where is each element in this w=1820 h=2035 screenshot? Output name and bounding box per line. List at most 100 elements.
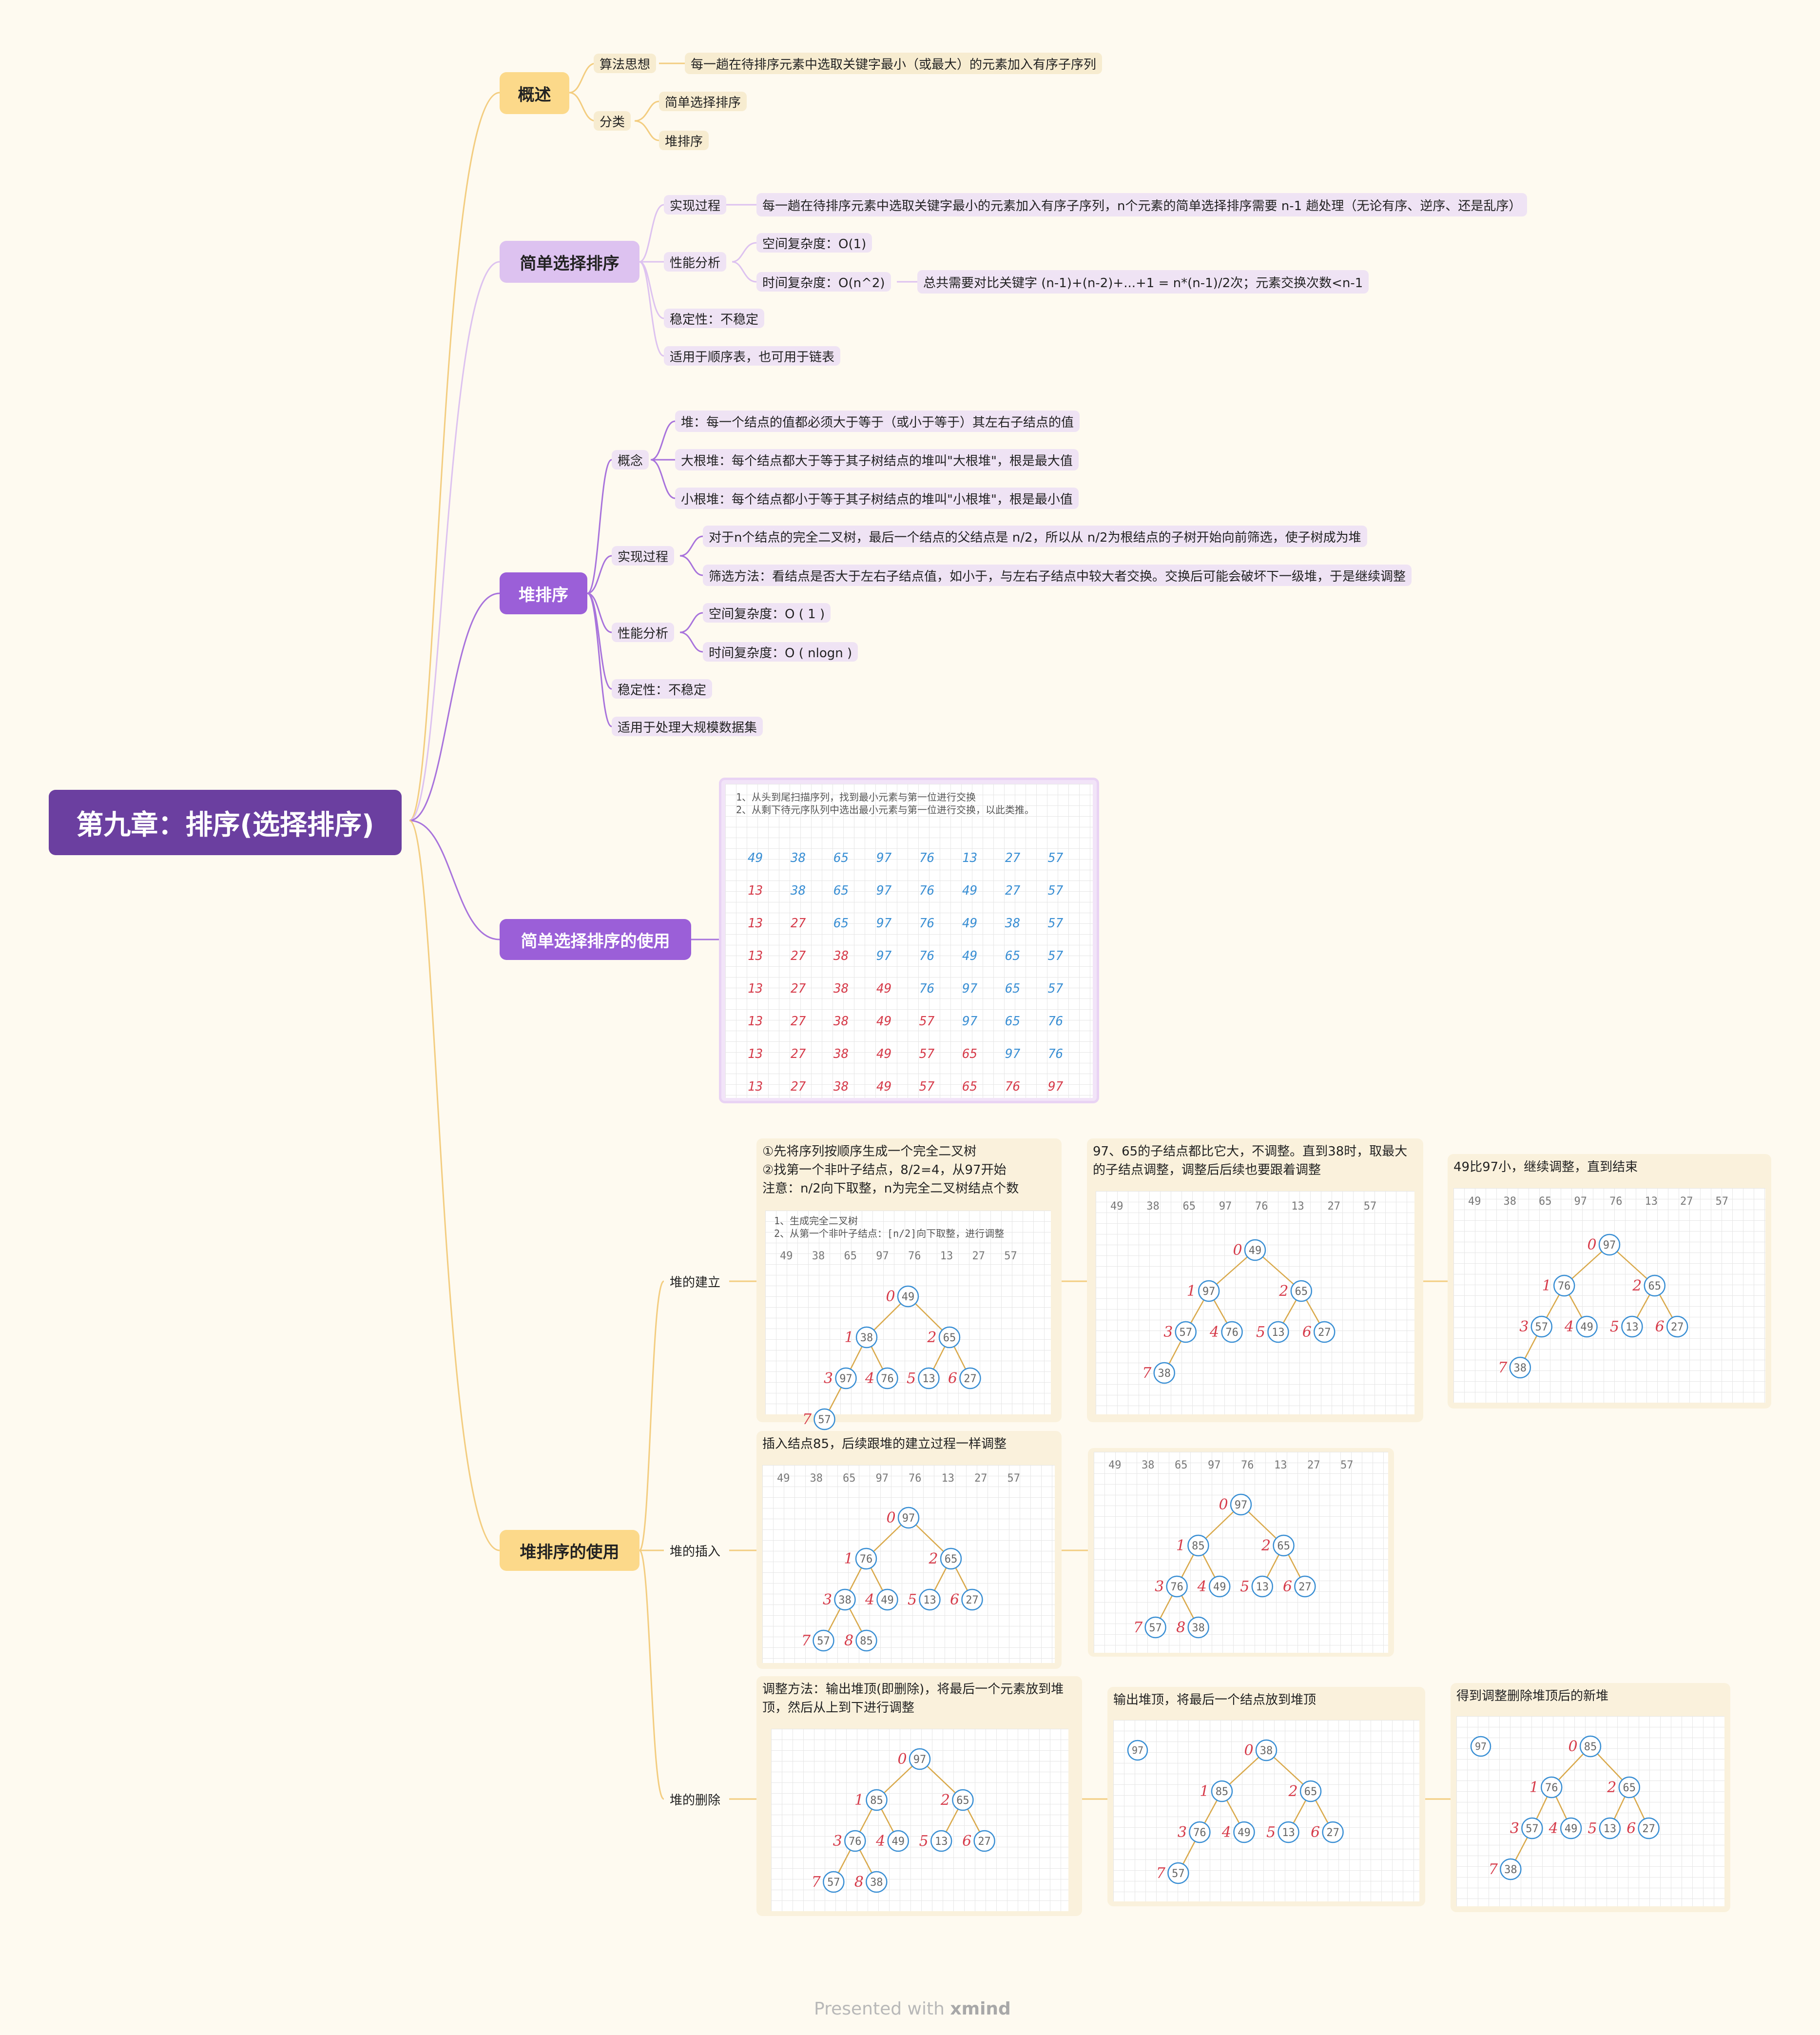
- simple-space[interactable]: 空间复杂度：O(1): [756, 233, 872, 253]
- step-value: 65: [962, 1047, 977, 1061]
- tree-node-circle: [1618, 1776, 1640, 1799]
- simple-time-note[interactable]: 总共需要对比关键字 (n-1)+(n-2)+...+1 = n*(n-1)/2次…: [917, 270, 1369, 294]
- branch-overview[interactable]: 概述: [500, 72, 569, 114]
- delete-card-1[interactable]: 调整方法：输出堆顶(即删除)，将最后一个元素放到堆顶，然后从上到下进行调整 97…: [756, 1676, 1082, 1916]
- tree-node-circle: [834, 1588, 856, 1611]
- simple-use-card[interactable]: 1、从头到尾扫描序列，找到最小元素与第一位进行交换 2、从剩下待元序队列中选出最…: [719, 778, 1099, 1103]
- heap-concept-2[interactable]: 大根堆：每个结点都大于等于其子树结点的堆叫"大根堆"，根是最大值: [675, 449, 1079, 470]
- sequence-value: 76: [909, 1472, 922, 1485]
- tree-node-value: 76: [881, 1373, 894, 1385]
- root-topic[interactable]: 第九章：排序(选择排序): [49, 790, 402, 855]
- category-simple[interactable]: 简单选择排序: [659, 92, 747, 111]
- simple-perf-label[interactable]: 性能分析: [664, 252, 727, 272]
- sequence-value: 57: [1340, 1459, 1354, 1471]
- tree-node-value: 57: [818, 1414, 831, 1426]
- heap-process-2[interactable]: 筛选方法：看结点是否大于左右子结点值，如小于，与左右子结点中较大者交换。交换后可…: [703, 565, 1412, 586]
- tree-node-circle: [1599, 1817, 1621, 1839]
- tree-node-index: 3: [1510, 1820, 1519, 1837]
- heap-time[interactable]: 时间复杂度：O ( nlogn ): [703, 642, 858, 662]
- tree-node-value: 85: [1192, 1540, 1205, 1552]
- tree-node-circle: [887, 1830, 910, 1852]
- tree-node-index: 3: [1519, 1318, 1529, 1335]
- simple-process-label[interactable]: 实现过程: [664, 195, 727, 215]
- branch-heap-sort[interactable]: 堆排序: [500, 572, 587, 614]
- heap-insert-label[interactable]: 堆的插入: [670, 1544, 721, 1559]
- simple-process-text[interactable]: 每一趟在待排序元素中选取关键字最小的元素加入有序子序列，n个元素的简单选择排序需…: [756, 193, 1528, 216]
- heap-stability[interactable]: 稳定性：不稳定: [612, 679, 713, 699]
- tree-node-index: 3: [823, 1591, 832, 1608]
- heap-process-1[interactable]: 对于n个结点的完全二叉树，最后一个结点的父结点是 n/2，所以从 n/2为根结点…: [703, 526, 1367, 547]
- step-value: 57: [919, 1079, 935, 1094]
- step-value: 49: [962, 916, 977, 931]
- overview-idea-label[interactable]: 算法思想: [594, 54, 657, 73]
- category-heap[interactable]: 堆排序: [659, 131, 709, 150]
- tree-node-circle: [823, 1871, 845, 1893]
- tree-node-value: 49: [1238, 1827, 1251, 1839]
- delete-card-2-text: 输出堆顶，将最后一个结点放到堆顶: [1113, 1693, 1317, 1707]
- simple-applicable[interactable]: 适用于顺序表，也可用于链表: [664, 346, 841, 366]
- tree-node-index: 0: [1587, 1236, 1596, 1253]
- branch-simple-selection-usage[interactable]: 简单选择排序的使用: [500, 919, 691, 960]
- branch-heap-sort-usage[interactable]: 堆排序的使用: [500, 1530, 639, 1571]
- tree-node-index: 1: [1542, 1277, 1551, 1294]
- output-node-circle: [1127, 1740, 1148, 1761]
- heap-applicable[interactable]: 适用于处理大规模数据集: [612, 717, 763, 736]
- tree-node-index: 2: [1261, 1537, 1271, 1554]
- step-value: 38: [1005, 916, 1020, 931]
- tree-node-circle: [1294, 1575, 1316, 1598]
- heap-space[interactable]: 空间复杂度：O ( 1 ): [703, 603, 831, 623]
- tree-node-circle: [1233, 1821, 1255, 1843]
- step-value: 76: [919, 981, 934, 996]
- step-value: 97: [876, 916, 892, 931]
- step-value: 13: [962, 851, 977, 865]
- heap-build-label[interactable]: 堆的建立: [670, 1275, 721, 1290]
- tree-node-index: 1: [1530, 1779, 1539, 1796]
- tree-node-value: 97: [1202, 1286, 1216, 1298]
- sequence-value: 57: [1716, 1195, 1729, 1208]
- sequence-value: 76: [908, 1250, 921, 1262]
- build-card-1[interactable]: ①先将序列按顺序生成一个完全二叉树 ②找第一个非叶子结点，8/2=4，从97开始…: [756, 1138, 1062, 1430]
- tree-node-circle: [973, 1830, 995, 1852]
- simple-time[interactable]: 时间复杂度：O(n^2): [756, 272, 891, 292]
- tree-node-circle: [1521, 1817, 1543, 1839]
- sequence-value: 65: [844, 1250, 857, 1262]
- tree-node-circle: [1666, 1315, 1688, 1338]
- overview-category-label[interactable]: 分类: [594, 111, 631, 131]
- tree-node-value: 49: [1565, 1823, 1578, 1835]
- step-value: 38: [790, 883, 806, 898]
- tree-node-circle: [1208, 1575, 1231, 1598]
- branch-simple-selection[interactable]: 简单选择排序: [500, 241, 639, 283]
- heap-concept-3[interactable]: 小根堆：每个结点都小于等于其子树结点的堆叫"小根堆"，根是最小值: [675, 488, 1079, 509]
- build-card-2[interactable]: 97、65的子结点都比它大，不调整。直到38时，取最大的子结点调整，调整后后续也…: [1087, 1138, 1423, 1422]
- step-value: 65: [833, 916, 849, 931]
- step-value: 65: [1005, 1014, 1020, 1029]
- tree-node-circle: [1322, 1821, 1344, 1843]
- tree-node-value: 57: [817, 1635, 830, 1647]
- heap-delete-label[interactable]: 堆的删除: [670, 1793, 721, 1808]
- sequence-value: 38: [812, 1250, 825, 1262]
- tree-node-circle: [1621, 1315, 1643, 1338]
- heap-process-label[interactable]: 实现过程: [612, 546, 675, 566]
- tree-node-value: 97: [913, 1754, 927, 1766]
- overview-idea-text[interactable]: 每一趟在待排序元素中选取关键字最小（或最大）的元素加入有序子序列: [685, 53, 1103, 74]
- tree-node-index: 0: [1244, 1742, 1253, 1759]
- heap-concept-label[interactable]: 概念: [612, 450, 649, 470]
- tree-node-index: 1: [1200, 1783, 1209, 1800]
- heap-concept-1[interactable]: 堆：每一个结点的值都必须大于等于（或小于等于）其左右子结点的值: [675, 411, 1080, 432]
- step-value: 97: [876, 851, 892, 865]
- tree-node-value: 97: [902, 1512, 915, 1525]
- heap-perf-label[interactable]: 性能分析: [612, 623, 675, 642]
- step-value: 13: [748, 981, 763, 996]
- step-value: 27: [791, 1079, 806, 1094]
- tree-node-value: 13: [1604, 1823, 1617, 1835]
- delete-card-3-text: 得到调整删除堆顶后的新堆: [1456, 1689, 1609, 1703]
- simple-stability[interactable]: 稳定性：不稳定: [664, 309, 765, 328]
